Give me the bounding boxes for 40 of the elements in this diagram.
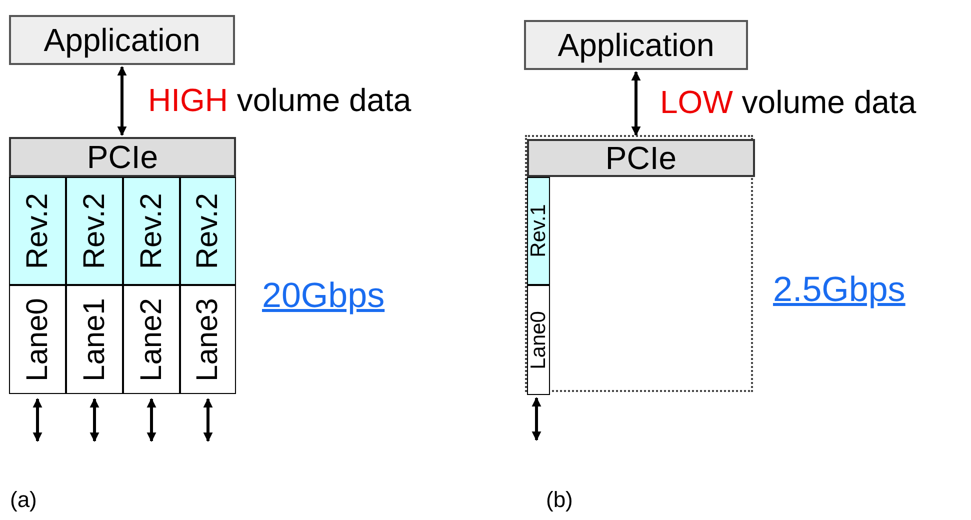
double-arrow xyxy=(532,397,542,441)
panel-label: (a) xyxy=(10,487,37,513)
speed-link: 20Gbps xyxy=(262,276,385,316)
pcie-band xyxy=(9,137,236,177)
double-arrow xyxy=(90,398,100,442)
double-arrow xyxy=(32,398,42,442)
application-box xyxy=(9,15,235,65)
cell-label: Rev.2 xyxy=(136,192,166,270)
speed-link: 2.5Gbps xyxy=(773,270,906,310)
lane-cell xyxy=(9,285,66,394)
application-box xyxy=(524,20,748,70)
dotted-outline xyxy=(525,135,753,392)
node-label: Application xyxy=(558,26,714,64)
revision-cell xyxy=(66,177,123,285)
panel-label: (b) xyxy=(546,487,573,513)
pcie-band xyxy=(527,139,755,177)
double-arrow xyxy=(146,398,156,442)
cell-label: Lane3 xyxy=(193,298,223,382)
cell-label: Rev.1 xyxy=(528,204,549,258)
lane-cell xyxy=(123,285,180,394)
node-label: Application xyxy=(44,22,200,58)
node-label: PCIe xyxy=(605,140,677,176)
lane-cell xyxy=(66,285,123,394)
cell-label: Lane0 xyxy=(528,310,549,370)
cell-label: Lane0 xyxy=(22,298,52,382)
double-arrow xyxy=(631,71,641,136)
cell-label: Lane2 xyxy=(136,298,166,382)
revision-cell xyxy=(9,177,66,285)
cell-label: Rev.2 xyxy=(193,192,223,270)
cell-label: Lane1 xyxy=(80,298,110,382)
double-arrow xyxy=(117,66,127,136)
lane-cell xyxy=(180,285,236,394)
cell-label: Rev.2 xyxy=(80,192,110,270)
double-arrow xyxy=(203,398,213,442)
lane-cell xyxy=(527,285,550,395)
cell-label: Rev.2 xyxy=(22,192,52,270)
revision-cell xyxy=(527,177,550,285)
revision-cell xyxy=(180,177,236,285)
node-label: PCIe xyxy=(86,138,158,176)
revision-cell xyxy=(123,177,180,285)
